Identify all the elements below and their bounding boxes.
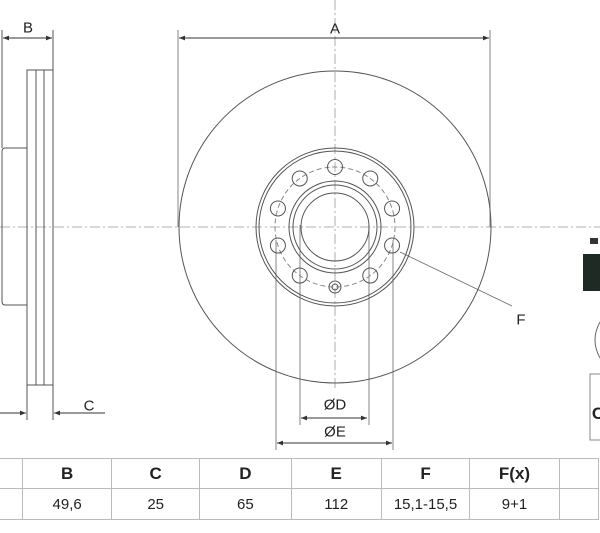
label-A: A <box>329 20 341 38</box>
dimensions-table: B C D E F F(x) 49,6 25 65 112 15,1-15,5 … <box>0 458 600 520</box>
bolt-circle <box>274 166 396 288</box>
table-value-row: 49,6 25 65 112 15,1-15,5 9+1 <box>0 488 600 520</box>
label-B: B <box>22 19 34 37</box>
header-cell: F <box>380 458 471 489</box>
header-cell: B <box>21 458 113 489</box>
header-cell: E <box>290 458 382 489</box>
value-cell: 25 <box>111 488 201 520</box>
table-header-row: B C D E F F(x) <box>0 458 600 489</box>
value-cell <box>0 488 23 520</box>
header-cell <box>558 458 600 489</box>
value-cell <box>558 488 600 520</box>
disc-outer-edge <box>178 70 492 384</box>
front-view <box>178 70 492 384</box>
value-cell: 49,6 <box>21 488 113 520</box>
bolt-hole <box>362 170 379 187</box>
bolt-hole <box>384 200 401 217</box>
value-cell: 15,1-15,5 <box>380 488 471 520</box>
header-cell <box>0 458 23 489</box>
label-D: ØD <box>323 396 347 414</box>
label-F: F <box>516 311 526 329</box>
bolt-hole <box>327 159 343 175</box>
bolt-hole <box>269 237 286 254</box>
bolt-hole <box>384 237 401 254</box>
header-cell: C <box>111 458 201 489</box>
bolt-hole <box>269 200 286 217</box>
value-cell: 9+1 <box>469 488 560 520</box>
value-cell: 65 <box>199 488 292 520</box>
right-partial-view <box>583 238 600 441</box>
header-cell: F(x) <box>469 458 560 489</box>
locating-hole <box>328 280 342 294</box>
bolt-hole <box>291 267 308 284</box>
bolt-hole <box>291 170 308 187</box>
bolt-holes <box>269 159 401 294</box>
label-C: C <box>83 397 95 415</box>
extension-lines <box>177 30 513 450</box>
header-cell: D <box>199 458 292 489</box>
center-bore <box>300 192 370 262</box>
bolt-hole <box>362 267 379 284</box>
center-lines <box>0 0 600 390</box>
dimension-lines <box>0 35 489 446</box>
label-partial: C <box>591 404 600 423</box>
label-E: ØE <box>324 423 346 441</box>
locating-hole <box>331 283 339 291</box>
side-view <box>1 30 54 420</box>
value-cell: 112 <box>290 488 382 520</box>
